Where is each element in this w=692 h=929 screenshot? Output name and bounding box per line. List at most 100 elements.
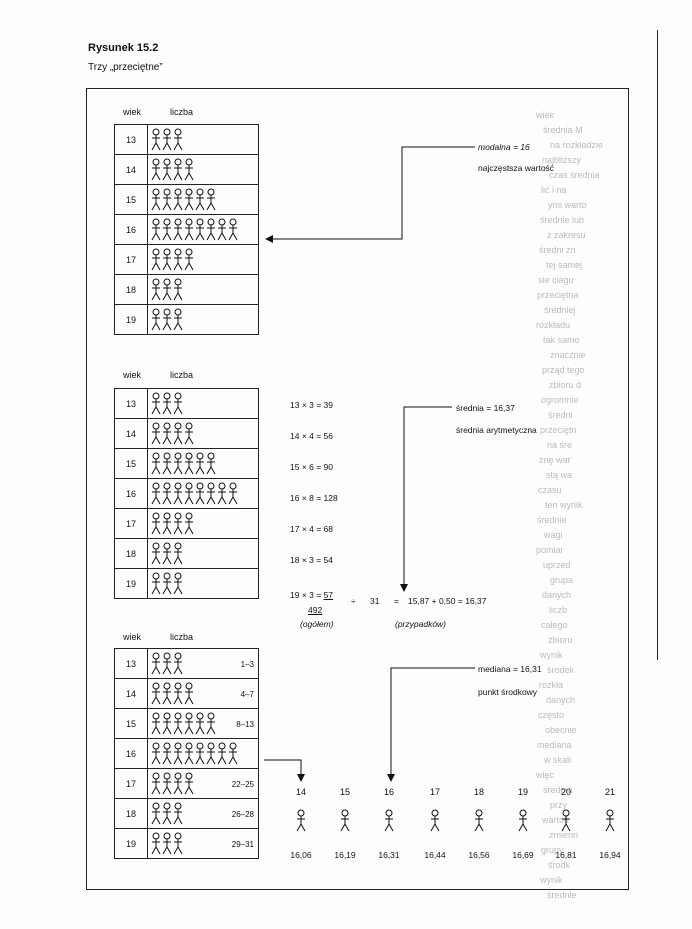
- count-figures-cell: [147, 738, 259, 769]
- age-cell: 18: [114, 274, 148, 305]
- bleed-line: więc: [536, 770, 555, 780]
- age-cell: 16: [114, 738, 148, 769]
- people-icon: [151, 188, 216, 211]
- mean-label: średnia = 16,37: [456, 403, 515, 413]
- people-icon: [151, 482, 238, 505]
- bleed-line: danych: [546, 695, 576, 705]
- people-icon: [151, 682, 194, 705]
- figure-subtitle: Trzy „przeciętne”: [88, 62, 163, 73]
- table-row: 16: [114, 214, 259, 245]
- bleed-line: wynik: [540, 875, 563, 885]
- table-row: 15: [114, 448, 259, 479]
- table-row: 19: [114, 568, 259, 599]
- sequence-value: 16,94: [599, 850, 621, 860]
- bleed-line: ten wynik: [545, 500, 583, 510]
- sequence-value: 16,06: [290, 850, 312, 860]
- table-row: 19 29–31: [114, 828, 259, 859]
- mean-count-label: (przypadków): [395, 619, 447, 629]
- person-icon: [339, 809, 354, 838]
- bleed-line: pomiar: [536, 545, 564, 555]
- age-cell: 17: [114, 244, 148, 275]
- people-icon: [561, 809, 571, 832]
- age-cell: 19: [114, 828, 148, 859]
- age-cell: 17: [114, 768, 148, 799]
- person-icon: [473, 809, 488, 838]
- bleed-line: często: [538, 710, 565, 720]
- sequence-value: 16,31: [378, 850, 400, 860]
- people-icon: [605, 809, 615, 832]
- bleed-line: grupy: [541, 845, 564, 855]
- sequence-value: 16,19: [334, 850, 356, 860]
- age-cell: 14: [114, 418, 148, 449]
- people-icon: [518, 809, 528, 832]
- people-icon: [151, 712, 216, 735]
- count-figures-cell: [147, 508, 259, 539]
- mean-operator: ÷: [351, 596, 356, 606]
- bleed-line: przeciętna: [537, 290, 579, 300]
- product-line: 13 × 3 = 39: [290, 400, 334, 410]
- mean-last-product: 19 × 3 = 57: [290, 590, 334, 600]
- sequence-value: 16,81: [555, 850, 577, 860]
- people-icon: [151, 652, 183, 675]
- people-icon: [151, 742, 238, 765]
- bleed-line: znę war: [539, 455, 571, 465]
- figure-title: Rysunek 15.2: [88, 42, 159, 54]
- bleed-line: zmienn: [549, 830, 579, 840]
- product-line: 14 × 4 = 56: [290, 431, 334, 441]
- bleed-line: mediana: [537, 740, 572, 750]
- age-cell: 18: [114, 798, 148, 829]
- bleed-line: średnia: [543, 785, 573, 795]
- bleed-line: rozkła: [539, 680, 564, 690]
- person-icon: [560, 809, 575, 838]
- header-count: liczba: [170, 632, 194, 642]
- count-figures-cell: [147, 124, 259, 155]
- bleed-line: środek: [547, 665, 575, 675]
- people-icon: [151, 392, 183, 415]
- rank-range: 1–3: [240, 660, 254, 669]
- rank-range: 29–31: [231, 840, 254, 849]
- rank-range: 22–25: [231, 780, 254, 789]
- mode-label: modalna = 16: [478, 142, 530, 152]
- header-count: liczba: [170, 107, 194, 117]
- age-cell: 19: [114, 568, 148, 599]
- age-cell: 16: [114, 478, 148, 509]
- bleed-line: danych: [542, 590, 572, 600]
- mean-result: 15,87 + 0,50 = 16,37: [408, 596, 487, 606]
- sequence-value: 16,44: [424, 850, 446, 860]
- product-line: 18 × 3 = 54: [290, 555, 334, 565]
- median-desc: punkt środkowy: [478, 687, 538, 697]
- bleed-line: z zakresu: [547, 230, 586, 240]
- people-icon: [430, 809, 440, 832]
- bleed-line: na rozkładzie: [550, 140, 604, 150]
- mean-total-label: (ogółem): [300, 619, 334, 629]
- count-figures-cell: [147, 244, 259, 275]
- count-figures-cell: 8–13: [147, 708, 259, 739]
- people-icon: [151, 128, 183, 151]
- table-row: 17: [114, 508, 259, 539]
- count-figures-cell: [147, 274, 259, 305]
- header-age: wiek: [123, 632, 142, 642]
- count-figures-cell: [147, 154, 259, 185]
- people-icon: [151, 452, 216, 475]
- bleed-line: ogromnie: [541, 395, 579, 405]
- people-icon: [384, 809, 394, 832]
- age-cell: 14: [114, 154, 148, 185]
- person-icon: [517, 809, 532, 838]
- count-figures-cell: [147, 418, 259, 449]
- bleed-line: zbioru d: [549, 380, 582, 390]
- bleed-line: stą wa: [546, 470, 573, 480]
- product-line: 15 × 6 = 90: [290, 462, 334, 472]
- bleed-line: średni zn: [539, 245, 576, 255]
- count-figures-cell: 29–31: [147, 828, 259, 859]
- rank-range: 4–7: [240, 690, 254, 699]
- sequence-position: 15: [339, 787, 350, 797]
- product-line: 16 × 8 = 128: [290, 493, 338, 503]
- bleed-line: średnia M: [543, 125, 583, 135]
- bleed-line: ymi warto: [548, 200, 587, 210]
- bleed-line: średnie lub: [540, 215, 585, 225]
